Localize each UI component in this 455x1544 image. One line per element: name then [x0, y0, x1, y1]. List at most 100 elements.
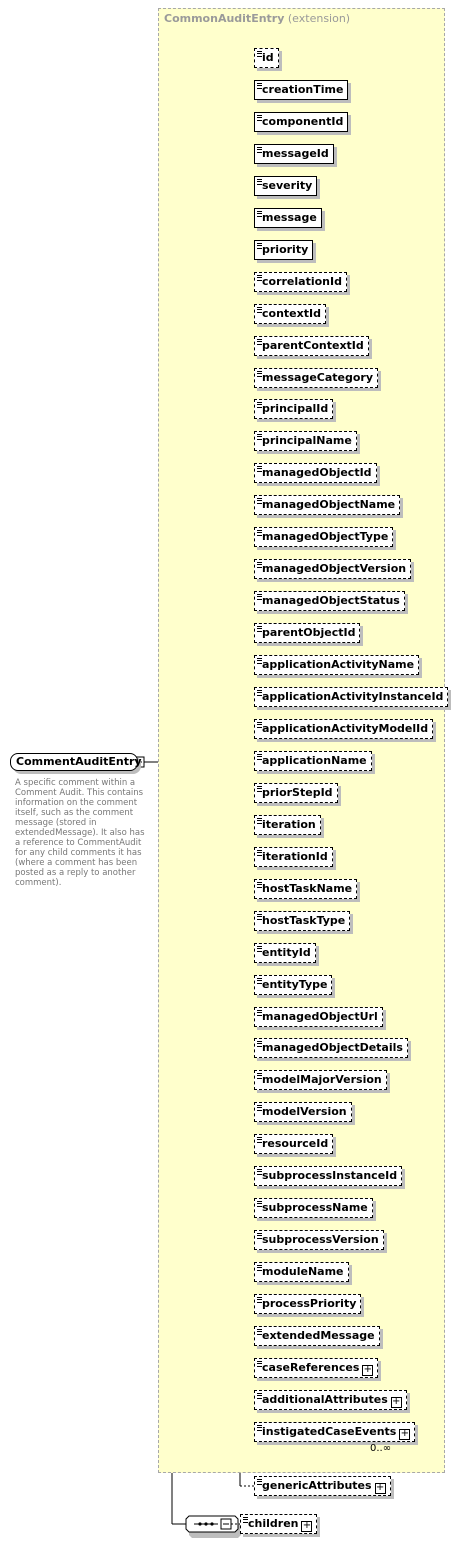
- sequence-dot: [204, 1522, 208, 1526]
- root-element[interactable]: CommentAuditEntry: [10, 753, 142, 771]
- element-name: contextId: [262, 307, 321, 320]
- element-name: resourceId: [262, 1137, 329, 1150]
- element-name: hostTaskName: [262, 882, 353, 895]
- element-processPriority[interactable]: processPriority: [254, 1294, 362, 1314]
- element-managedObjectUrl[interactable]: managedObjectUrl: [254, 1007, 383, 1027]
- element-name: managedObjectId: [262, 466, 372, 479]
- element-entityType[interactable]: entityType: [254, 975, 333, 995]
- element-name: messageId: [262, 147, 329, 160]
- sequence-dot: [198, 1522, 202, 1526]
- element-applicationActivityModelId[interactable]: applicationActivityModelId: [254, 719, 434, 739]
- element-principalName[interactable]: principalName: [254, 431, 357, 451]
- element-children[interactable]: children+: [240, 1514, 318, 1534]
- element-managedObjectName[interactable]: managedObjectName: [254, 495, 401, 515]
- element-name: managedObjectName: [262, 498, 396, 511]
- expand-icon[interactable]: +: [390, 1396, 402, 1408]
- extension-label: (extension): [284, 12, 351, 25]
- element-hostTaskName[interactable]: hostTaskName: [254, 879, 358, 899]
- element-managedObjectDetails[interactable]: managedObjectDetails: [254, 1038, 408, 1058]
- element-name: creationTime: [262, 83, 344, 96]
- element-name: componentId: [262, 115, 344, 128]
- element-managedObjectVersion[interactable]: managedObjectVersion: [254, 559, 412, 579]
- expand-icon[interactable]: +: [374, 1482, 386, 1494]
- element-instigatedCaseEvents[interactable]: instigatedCaseEvents+: [254, 1422, 416, 1442]
- element-applicationName[interactable]: applicationName: [254, 751, 372, 771]
- extension-type-name: CommonAuditEntry: [164, 12, 285, 25]
- children-sequence-compositor[interactable]: [185, 1515, 241, 1538]
- element-name: managedObjectType: [262, 530, 389, 543]
- element-iteration[interactable]: iteration: [254, 815, 321, 835]
- element-name: applicationActivityName: [262, 658, 415, 671]
- element-managedObjectStatus[interactable]: managedObjectStatus: [254, 591, 405, 611]
- element-severity[interactable]: severity: [254, 176, 318, 196]
- element-subprocessInstanceId[interactable]: subprocessInstanceId: [254, 1166, 403, 1186]
- root-element-name: CommentAuditEntry: [16, 755, 142, 768]
- element-modelVersion[interactable]: modelVersion: [254, 1102, 352, 1122]
- element-managedObjectId[interactable]: managedObjectId: [254, 463, 377, 483]
- element-parentContextId[interactable]: parentContextId: [254, 336, 369, 356]
- element-subprocessVersion[interactable]: subprocessVersion: [254, 1230, 384, 1250]
- element-genericAttributes[interactable]: genericAttributes+: [254, 1476, 391, 1496]
- element-extendedMessage[interactable]: extendedMessage: [254, 1326, 380, 1346]
- element-priorStepId[interactable]: priorStepId: [254, 783, 338, 803]
- sequence-dot: [210, 1522, 214, 1526]
- element-name: genericAttributes: [262, 1479, 372, 1492]
- element-name: extendedMessage: [262, 1329, 375, 1342]
- element-hostTaskType[interactable]: hostTaskType: [254, 911, 351, 931]
- element-parentObjectId[interactable]: parentObjectId: [254, 623, 361, 643]
- element-name: hostTaskType: [262, 914, 346, 927]
- element-name: severity: [262, 179, 313, 192]
- element-name: children: [248, 1517, 299, 1530]
- element-name: managedObjectUrl: [262, 1010, 378, 1023]
- element-name: applicationActivityModelId: [262, 722, 429, 735]
- element-message[interactable]: message: [254, 208, 322, 228]
- element-name: parentContextId: [262, 339, 364, 352]
- element-creationTime[interactable]: creationTime: [254, 80, 349, 100]
- element-messageId[interactable]: messageId: [254, 144, 334, 164]
- element-applicationActivityName[interactable]: applicationActivityName: [254, 655, 420, 675]
- element-name: message: [262, 211, 317, 224]
- element-principalId[interactable]: principalId: [254, 399, 334, 419]
- element-name: priority: [262, 243, 309, 256]
- element-name: applicationActivityInstanceId: [262, 690, 444, 703]
- element-messageCategory[interactable]: messageCategory: [254, 368, 379, 388]
- element-iterationId[interactable]: iterationId: [254, 847, 333, 867]
- element-name: additionalAttributes: [262, 1393, 388, 1406]
- element-name: parentObjectId: [262, 626, 356, 639]
- element-managedObjectType[interactable]: managedObjectType: [254, 527, 394, 547]
- element-name: subprocessVersion: [262, 1233, 379, 1246]
- element-name: id: [262, 51, 274, 64]
- expand-icon[interactable]: +: [399, 1428, 411, 1440]
- element-additionalAttributes[interactable]: additionalAttributes+: [254, 1390, 407, 1410]
- element-priority[interactable]: priority: [254, 240, 314, 260]
- element-name: correlationId: [262, 275, 342, 288]
- element-contextId[interactable]: contextId: [254, 304, 326, 324]
- expand-icon[interactable]: +: [301, 1520, 313, 1532]
- expand-icon[interactable]: +: [362, 1364, 374, 1376]
- element-componentId[interactable]: componentId: [254, 112, 349, 132]
- element-name: subprocessName: [262, 1201, 368, 1214]
- element-caseReferences[interactable]: caseReferences+: [254, 1358, 379, 1378]
- element-id[interactable]: id: [254, 48, 279, 68]
- element-name: managedObjectStatus: [262, 594, 400, 607]
- cardinality-label: 0..∞: [370, 1443, 392, 1454]
- element-name: caseReferences: [262, 1361, 360, 1374]
- element-entityId[interactable]: entityId: [254, 943, 316, 963]
- element-moduleName[interactable]: moduleName: [254, 1262, 349, 1282]
- element-name: iteration: [262, 818, 316, 831]
- element-applicationActivityInstanceId[interactable]: applicationActivityInstanceId: [254, 687, 449, 707]
- element-name: applicationName: [262, 754, 367, 767]
- element-name: principalName: [262, 434, 352, 447]
- element-resourceId[interactable]: resourceId: [254, 1134, 334, 1154]
- element-modelMajorVersion[interactable]: modelMajorVersion: [254, 1070, 387, 1090]
- element-name: entityId: [262, 946, 311, 959]
- element-name: managedObjectVersion: [262, 562, 407, 575]
- element-name: subprocessInstanceId: [262, 1169, 398, 1182]
- element-correlationId[interactable]: correlationId: [254, 272, 347, 292]
- element-name: processPriority: [262, 1297, 357, 1310]
- element-name: iterationId: [262, 850, 328, 863]
- element-name: instigatedCaseEvents: [262, 1425, 397, 1438]
- element-name: entityType: [262, 978, 328, 991]
- element-name: managedObjectDetails: [262, 1041, 403, 1054]
- element-subprocessName[interactable]: subprocessName: [254, 1198, 373, 1218]
